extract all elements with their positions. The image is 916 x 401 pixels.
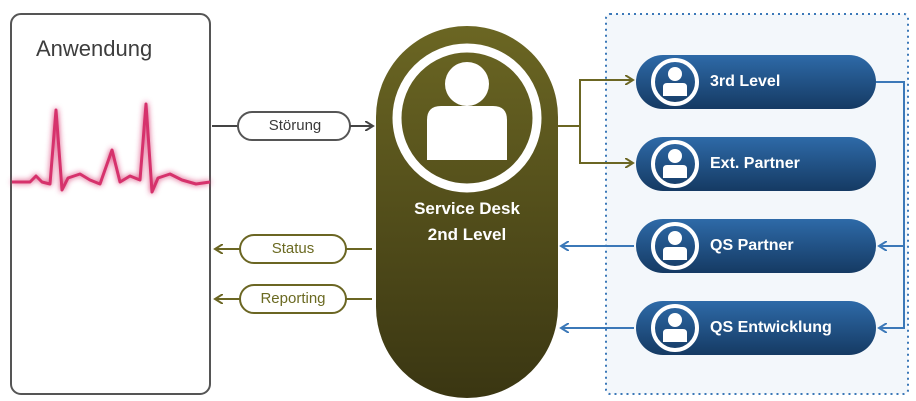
status-flow xyxy=(216,234,372,264)
stoerung-label: Störung xyxy=(268,117,322,134)
node-qs-partner-label: QS Partner xyxy=(710,237,794,254)
escalation-arrows xyxy=(558,80,632,163)
reporting-label: Reporting xyxy=(260,290,326,307)
service-desk-person-icon xyxy=(392,43,542,193)
node-qs-partner xyxy=(636,219,876,273)
service-desk-line2: 2nd Level xyxy=(427,225,507,244)
application-title: Anwendung xyxy=(36,36,153,61)
service-desk-capsule xyxy=(376,26,558,398)
node-ext-partner-label: Ext. Partner xyxy=(710,155,800,172)
node-qs-entwicklung-label: QS Entwicklung xyxy=(710,319,832,336)
heartbeat-line xyxy=(12,102,211,194)
status-label: Status xyxy=(271,240,315,257)
node-3rd-level-label: 3rd Level xyxy=(710,73,781,90)
node-qs-entwicklung xyxy=(636,301,876,355)
service-desk-line1: Service Desk xyxy=(414,199,520,218)
reporting-flow xyxy=(216,284,372,314)
node-ext-partner xyxy=(636,137,876,191)
return-arrows xyxy=(562,81,905,328)
application-frame xyxy=(10,13,211,395)
node-3rd-level xyxy=(636,55,876,109)
service-desk-title: Service Desk 2nd Level xyxy=(378,196,556,248)
stoerung-flow xyxy=(212,111,372,141)
